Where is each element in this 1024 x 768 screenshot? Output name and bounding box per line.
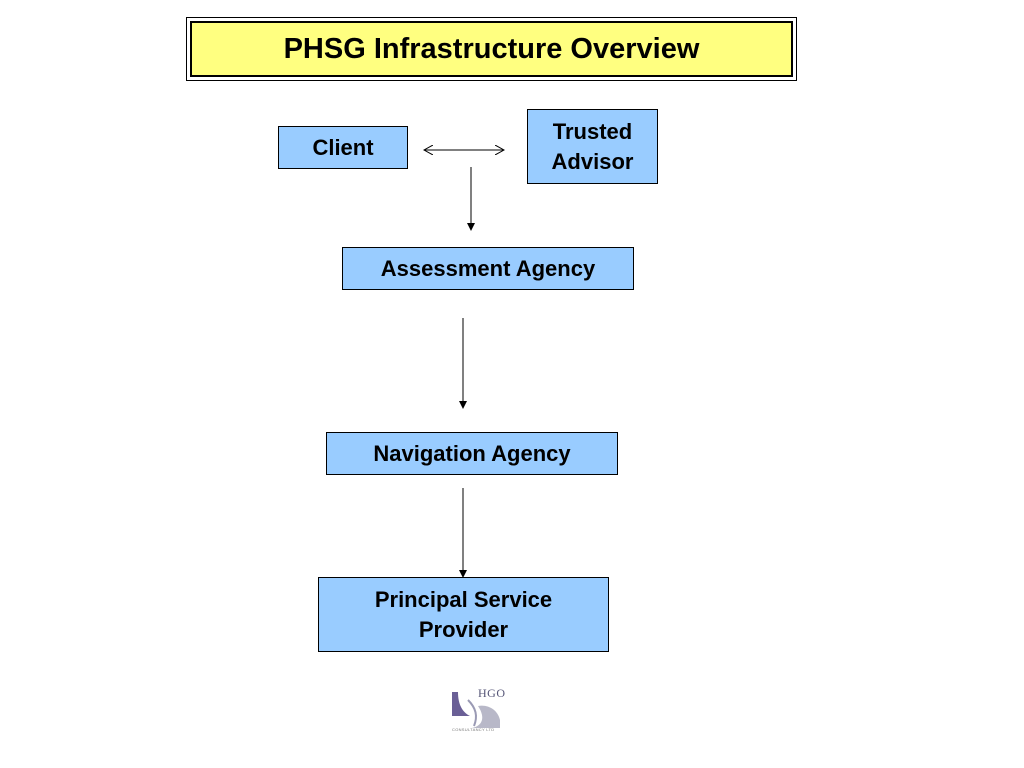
- logo-wordmark: HGO: [478, 686, 506, 700]
- page-title: PHSG Infrastructure Overview: [190, 21, 793, 77]
- client-box: Client: [278, 126, 408, 169]
- hgo-logo-icon: [452, 692, 500, 728]
- logo-subtitle: CONSULTANCY LTD: [452, 727, 495, 732]
- principal-service-provider-box: Principal Service Provider: [318, 577, 609, 652]
- assessment-agency-box: Assessment Agency: [342, 247, 634, 290]
- trusted-advisor-label-line2: Advisor: [551, 148, 634, 174]
- navigation-agency-label: Navigation Agency: [373, 440, 571, 466]
- principal-label-line2: Provider: [418, 616, 509, 642]
- assessment-agency-label: Assessment Agency: [380, 255, 596, 281]
- navigation-agency-box: Navigation Agency: [326, 432, 618, 475]
- trusted-advisor-box: Trusted Advisor: [527, 109, 658, 184]
- principal-label-line1: Principal Service: [374, 586, 553, 612]
- title-frame: PHSG Infrastructure Overview: [186, 17, 797, 81]
- trusted-advisor-label-line1: Trusted: [552, 118, 633, 144]
- client-label: Client: [312, 134, 374, 160]
